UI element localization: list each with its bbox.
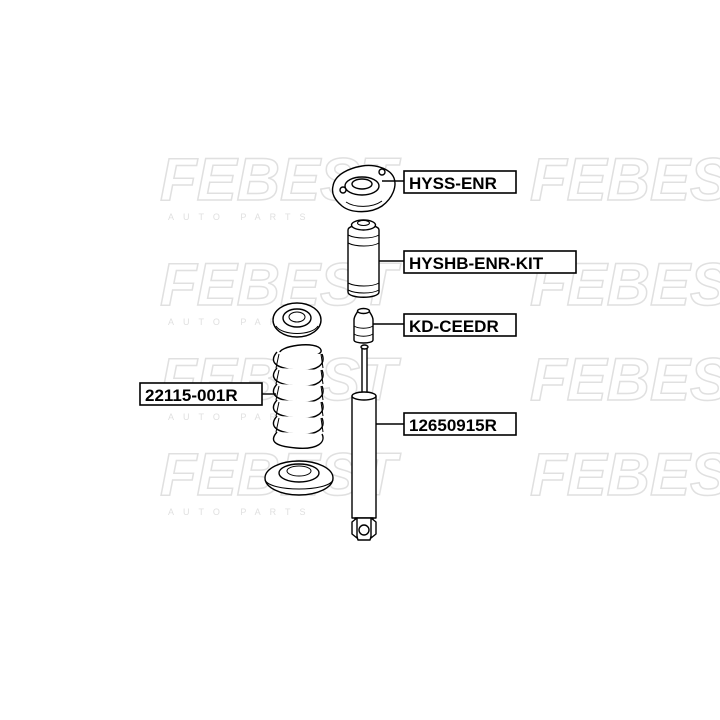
- part-label-text: HYSS-ENR: [409, 174, 497, 193]
- leader-lines: [262, 180, 404, 425]
- dust-boot-drawing: [347, 219, 380, 298]
- watermark-tagline: AUTO PARTS: [168, 317, 315, 327]
- shock-absorber-drawing: [351, 344, 377, 541]
- watermark-tagline: AUTO PARTS: [168, 507, 315, 517]
- watermark-brand: FEBEST: [530, 346, 720, 413]
- watermark-tagline: AUTO PARTS: [168, 412, 315, 422]
- bump-stop-drawing: [353, 307, 374, 344]
- part-label-kd-ceedr: KD-CEEDR: [403, 313, 517, 337]
- part-label-12650915r: 12650915R: [403, 412, 517, 436]
- part-label-hyshb-enr-kit: HYSHB-ENR-KIT: [403, 250, 577, 274]
- strut-mount-drawing: [331, 164, 396, 213]
- watermark-8: FEBEST: [529, 440, 720, 509]
- coil-spring-drawing: [272, 344, 324, 450]
- part-label-text: 22115-001R: [145, 386, 238, 405]
- watermark-brand: FEBEST: [530, 146, 720, 213]
- watermark-brand: FEBEST: [530, 441, 720, 508]
- lower-spring-seat-drawing: [264, 460, 334, 496]
- part-label-22115-001r: 22115-001R: [139, 382, 263, 406]
- part-label-hyss-enr: HYSS-ENR: [403, 170, 517, 194]
- watermark-tagline: AUTO PARTS: [168, 212, 315, 222]
- part-label-text: HYSHB-ENR-KIT: [409, 254, 544, 273]
- part-label-text: 12650915R: [409, 416, 497, 435]
- upper-spring-seat-drawing: [272, 302, 322, 338]
- watermark-5: FEBEST: [529, 145, 720, 214]
- part-label-text: KD-CEEDR: [409, 317, 499, 336]
- watermark-7: FEBEST: [529, 345, 720, 414]
